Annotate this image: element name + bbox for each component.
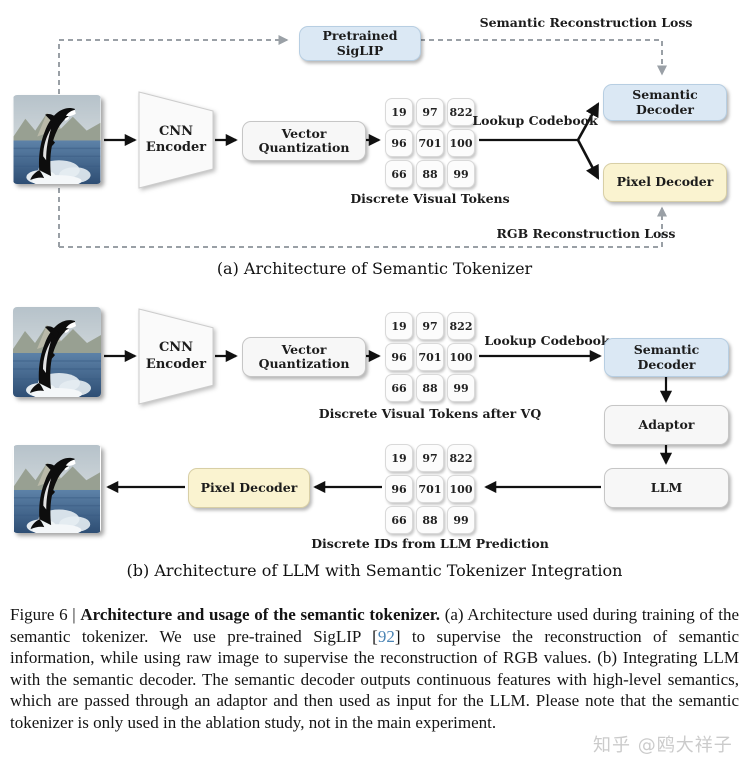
pixel-decoder-node-a: Pixel Decoder: [603, 163, 727, 202]
tokens-caption-b-vq: Discrete Visual Tokens after VQ: [318, 406, 542, 421]
tokens-caption-b-llm: Discrete IDs from LLM Prediction: [311, 536, 549, 551]
token-cell: 66: [385, 374, 413, 402]
token-cell: 96: [385, 343, 413, 371]
lookup-codebook-label-a: Lookup Codebook: [472, 113, 598, 128]
token-cell: 100: [447, 129, 475, 157]
semantic-decoder-node-a: Semantic Decoder: [603, 84, 727, 121]
vector-quantization-node-a: Vector Quantization: [242, 121, 366, 161]
caption-a: (a) Architecture of Semantic Tokenizer: [216, 259, 533, 278]
token-cell: 97: [416, 444, 444, 472]
dashed-loss-lines: [58, 35, 667, 248]
token-cell: 96: [385, 129, 413, 157]
token-cell: 99: [447, 374, 475, 402]
rgb-reconstruction-loss-label: RGB Reconstruction Loss: [496, 226, 676, 241]
cnn-encoder-label: CNN Encoder: [145, 340, 207, 372]
token-cell: 96: [385, 475, 413, 503]
token-cell: 822: [447, 444, 475, 472]
figure-caption: Figure 6 | Architecture and usage of the…: [10, 604, 739, 733]
token-cell: 701: [416, 475, 444, 503]
token-cell: 19: [385, 444, 413, 472]
dashed-image-to-pixel-decoder: [59, 206, 667, 248]
llm-node: LLM: [604, 468, 729, 508]
lookup-codebook-label-b: Lookup Codebook: [484, 333, 610, 348]
token-cell: 701: [416, 343, 444, 371]
dashed-siglip-to-semantic-decoder: [420, 39, 667, 76]
token-cell: 88: [416, 160, 444, 188]
discrete-ids-grid: 19 97 822 96 701 100 66 88 99: [385, 444, 475, 534]
semantic-reconstruction-loss-label: Semantic Reconstruction Loss: [479, 15, 693, 30]
token-cell: 66: [385, 160, 413, 188]
discrete-visual-tokens-grid-a: 19 97 822 96 701 100 66 88 99: [385, 98, 475, 188]
token-cell: 97: [416, 98, 444, 126]
token-cell: 88: [416, 506, 444, 534]
arrow-branch-to-pixel-decoder-a: [576, 139, 600, 180]
token-cell: 19: [385, 98, 413, 126]
vector-quantization-node-b: Vector Quantization: [242, 337, 366, 377]
figure-caption-body-2: ] to supervise the reconstruction of sem…: [10, 626, 739, 732]
solid-arrows: [104, 102, 673, 494]
token-cell: 99: [447, 160, 475, 188]
citation-92: 92: [377, 626, 395, 646]
token-cell: 701: [416, 129, 444, 157]
token-cell: 99: [447, 506, 475, 534]
token-cell: 100: [447, 343, 475, 371]
orca-image: [13, 307, 101, 397]
adaptor-node: Adaptor: [604, 405, 729, 445]
token-cell: 66: [385, 506, 413, 534]
token-cell: 88: [416, 374, 444, 402]
figure-caption-title: Architecture and usage of the semantic t…: [80, 605, 441, 624]
figure-caption-body-1: (a) Architecture used during training of…: [10, 605, 739, 646]
tokens-caption-a: Discrete Visual Tokens: [350, 191, 510, 206]
token-cell: 822: [447, 98, 475, 126]
pixel-decoder-node-b: Pixel Decoder: [188, 468, 310, 508]
token-cell: 19: [385, 312, 413, 340]
pretrained-siglip-node: Pretrained SigLIP: [299, 26, 421, 61]
arrow-branch-to-semantic-decoder-a: [576, 102, 600, 141]
orca-image: [13, 95, 101, 184]
cnn-encoder-label: CNN Encoder: [145, 123, 207, 155]
discrete-visual-tokens-grid-b: 19 97 822 96 701 100 66 88 99: [385, 312, 475, 402]
token-cell: 97: [416, 312, 444, 340]
cnn-encoder-node-a: CNN Encoder: [138, 91, 214, 189]
semantic-decoder-node-b: Semantic Decoder: [604, 338, 729, 377]
caption-b: (b) Architecture of LLM with Semantic To…: [126, 561, 623, 580]
cnn-encoder-node-b: CNN Encoder: [138, 308, 214, 405]
token-cell: 100: [447, 475, 475, 503]
figure-caption-prefix: Figure 6 |: [10, 605, 81, 624]
token-cell: 822: [447, 312, 475, 340]
dashed-image-to-siglip: [58, 35, 289, 247]
orca-image-output: [13, 445, 101, 533]
zhihu-watermark: 知乎 @鸥大祥子: [593, 735, 733, 756]
